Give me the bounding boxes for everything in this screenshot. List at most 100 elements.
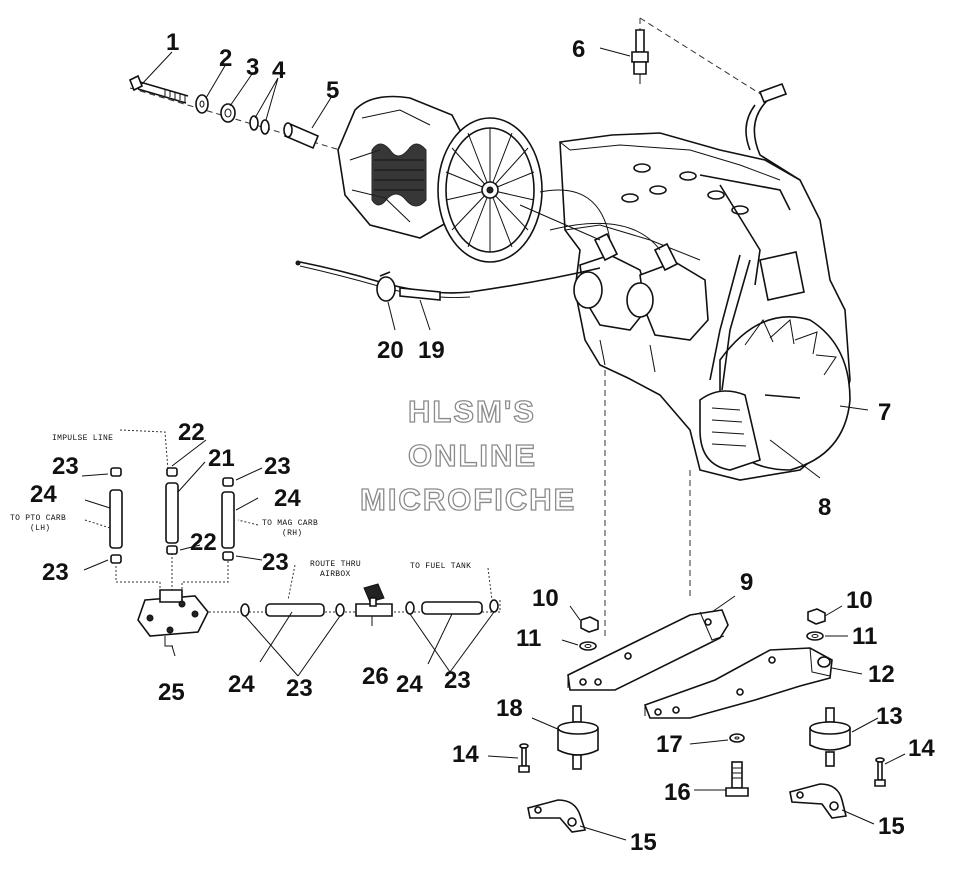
o-ring-part-4a: [249, 115, 259, 131]
callout-4: 4: [272, 57, 286, 84]
clutch-bolt-assembly: [128, 74, 341, 151]
bolt-part-1: [128, 74, 189, 104]
recoil-housing-part-7: [699, 316, 851, 471]
callout-11-left: 11: [516, 625, 541, 652]
callout-1: 1: [166, 29, 179, 56]
clamp-part-23-right-top: [222, 477, 234, 487]
nut-part-10-right: [807, 608, 826, 625]
clamp-part-23-valve-out: [405, 601, 415, 615]
mount-plate-part-9: [567, 609, 729, 691]
hose-part-24-tank: [421, 601, 483, 615]
bracket-part-15-left: [527, 799, 587, 833]
callout-24-mag: 24: [274, 485, 301, 512]
callout-14-left: 14: [452, 741, 479, 768]
callout-10-right: 10: [846, 587, 873, 614]
callout-22-bottom: 22: [190, 529, 217, 556]
note-airbox: AIRBOX: [320, 570, 351, 579]
callout-labels: 1 2 3 4 5 6 7 8 9 10 10 11 11 12 13 14 1…: [30, 29, 935, 856]
callout-22-top: 22: [178, 419, 205, 446]
note-impulse-line: IMPULSE LINE: [52, 434, 113, 443]
clamp-part-23-tank: [489, 599, 499, 613]
watermark-line-2: ONLINE: [408, 438, 537, 473]
callout-16: 16: [664, 779, 691, 806]
clamp-part-20: [376, 271, 396, 302]
callout-15-right: 15: [878, 813, 905, 840]
clamp-part-23-left-top: [110, 467, 122, 477]
callout-18: 18: [496, 695, 523, 722]
fuel-pump-part-25: [137, 589, 209, 647]
note-to-mag-carb: TO MAG CARB: [262, 519, 318, 528]
callout-6: 6: [572, 36, 585, 63]
callout-26: 26: [362, 663, 389, 690]
note-route-thru: ROUTE THRU: [310, 560, 361, 569]
callout-13: 13: [876, 703, 903, 730]
screw-part-14-right: [874, 757, 886, 787]
note-lh: (LH): [30, 524, 50, 533]
callout-25: 25: [158, 679, 185, 706]
engine-block: [519, 17, 851, 640]
note-to-fuel-tank: TO FUEL TANK: [410, 562, 471, 571]
o-ring-part-4b: [260, 119, 270, 135]
drive-clutch: [337, 95, 543, 263]
washer-part-11-right: [806, 631, 824, 641]
callout-9: 9: [740, 569, 753, 596]
callout-23-left-bottom: 23: [42, 559, 69, 586]
washer-part-17: [729, 733, 745, 743]
mount-plate-part-12: [643, 647, 833, 719]
impulse-line-part-21: [165, 482, 179, 544]
callout-23-middle: 23: [286, 675, 313, 702]
callout-21: 21: [208, 445, 235, 472]
nut-part-10-left: [580, 616, 599, 633]
rubber-mount-part-18: [557, 705, 599, 770]
callout-23-left-top: 23: [52, 453, 79, 480]
carburetors: [573, 232, 709, 373]
callout-17: 17: [656, 731, 683, 758]
watermark-line-3: MICROFICHE: [360, 482, 576, 517]
callout-8: 8: [818, 494, 831, 521]
hose-part-24-middle: [265, 603, 325, 617]
fuel-system: [81, 429, 501, 677]
callout-5: 5: [326, 77, 339, 104]
shutoff-valve-part-26: [355, 583, 393, 626]
clamp-part-23-pump-out: [240, 603, 250, 617]
clamp-part-22-top: [166, 467, 178, 477]
note-rh: (RH): [282, 529, 302, 538]
callout-15-left: 15: [630, 829, 657, 856]
routing-notes: IMPULSE LINE TO PTO CARB (LH) TO MAG CAR…: [10, 434, 471, 579]
callout-11-right: 11: [852, 623, 877, 650]
hose-part-24-pto: [109, 489, 123, 549]
clamp-part-23-valve-in: [335, 603, 345, 617]
callout-3: 3: [246, 54, 259, 81]
callout-23-right-top: 23: [264, 453, 291, 480]
screw-part-14-left: [518, 743, 530, 773]
callout-23-tank: 23: [444, 667, 471, 694]
callout-2: 2: [219, 45, 232, 72]
hose-part-24-mag: [221, 491, 235, 549]
callout-14-right: 14: [908, 735, 935, 762]
callout-12: 12: [868, 661, 895, 688]
callout-7: 7: [878, 399, 891, 426]
washer-part-3: [220, 103, 236, 123]
callout-20: 20: [377, 337, 404, 364]
note-to-pto-carb: TO PTO CARB: [10, 514, 66, 523]
spacer-part-5: [283, 122, 320, 150]
washer-part-2: [195, 94, 209, 114]
callout-23-right-bottom: 23: [262, 549, 289, 576]
spark-plug-part-6: [631, 29, 649, 84]
bolt-part-16: [725, 761, 749, 797]
rubber-mount-part-13: [809, 707, 851, 767]
callout-24-pto: 24: [30, 481, 57, 508]
callout-19: 19: [418, 337, 445, 364]
clamp-part-23-right-bottom: [222, 551, 234, 561]
clamp-part-23-left-bottom: [110, 554, 122, 564]
callout-10-left: 10: [532, 585, 559, 612]
watermark: HLSM'S ONLINE MICROFICHE: [359, 393, 576, 517]
clamp-part-22-bottom: [166, 545, 178, 555]
callout-24-tank: 24: [396, 671, 423, 698]
washer-part-11-left: [579, 641, 597, 651]
bracket-part-15-right: [789, 783, 847, 819]
callout-24-middle: 24: [228, 671, 255, 698]
throttle-cable-part-19: [295, 260, 601, 301]
